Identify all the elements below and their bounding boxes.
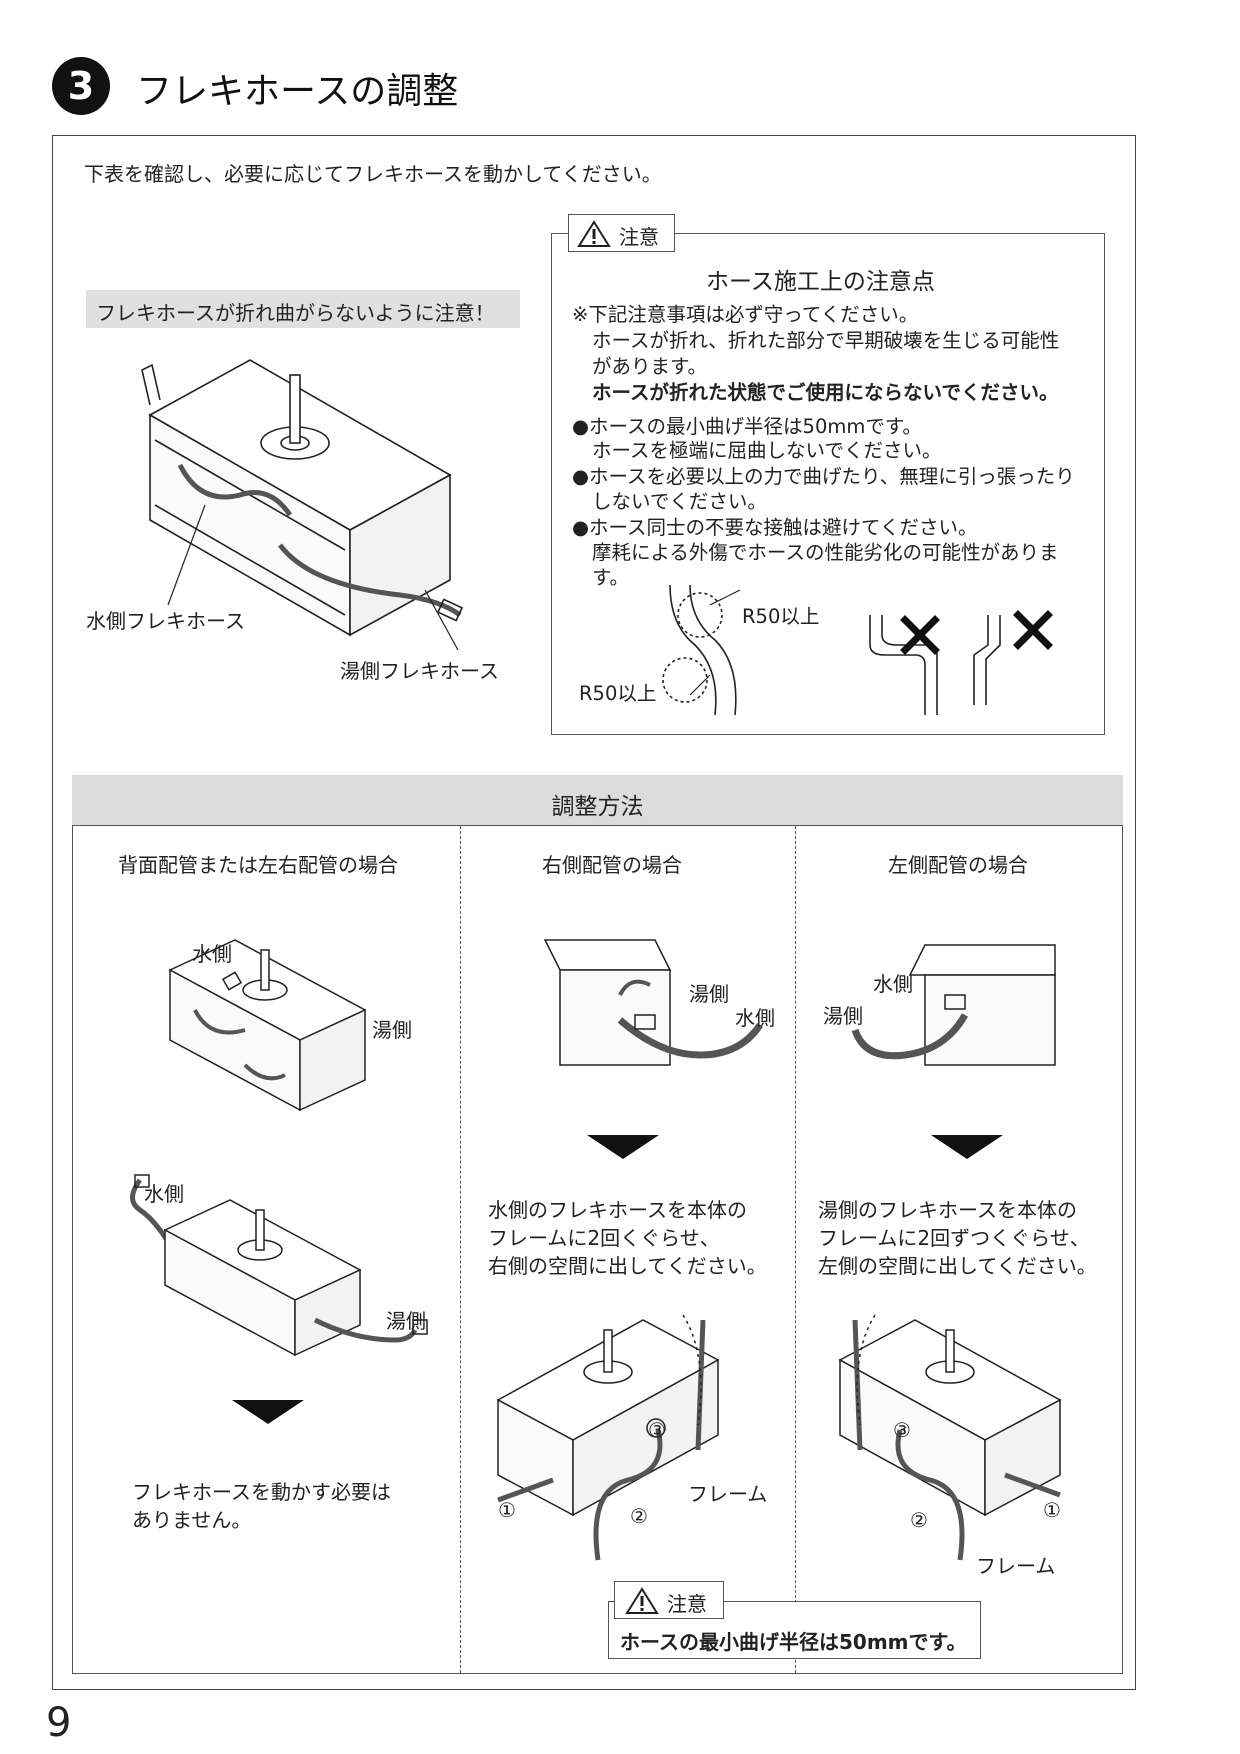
caution-bullet: ●ホースを必要以上の力で曲げたり、無理に引っ張ったり [572, 465, 1075, 488]
caution-bullet: ホースを極端に屈曲しないでください。 [592, 439, 942, 462]
caution-bullet: しないでください。 [592, 490, 767, 513]
down-arrow-icon [232, 1400, 304, 1424]
bend-radius-diagram [662, 584, 1053, 716]
content-frame [52, 135, 1136, 1690]
water-label: 水側 [735, 1006, 775, 1030]
marker-2: ② [630, 1504, 648, 1528]
col2-description: 右側の空間に出してください。 [488, 1254, 767, 1278]
col2-description: フレームに2回くぐらせ、 [488, 1226, 720, 1250]
col3-description: フレームに2回ずつくぐらせ、 [818, 1226, 1090, 1250]
footer-caution-text: ホースの最小曲げ半径は50mmです。 [620, 1630, 967, 1654]
caution-line-bold: ホースが折れた状態でご使用にならないでください。 [592, 381, 1059, 404]
caution-heading: ホース施工上の注意点 [706, 269, 935, 295]
unit-illustration-left-2 [838, 1314, 1062, 1561]
warning-icon [577, 220, 611, 247]
hot-hose-label: 湯側フレキホース [340, 659, 499, 683]
caution-bullet: ●ホース同士の不要な接触は避けてください。 [572, 516, 978, 539]
page-title: フレキホースの調整 [136, 71, 459, 112]
col-heading-rear: 背面配管または左右配管の場合 [118, 853, 398, 877]
intro-text: 下表を確認し、必要に応じてフレキホースを動かしてください。 [84, 162, 662, 186]
col-heading-right: 右側配管の場合 [542, 853, 682, 877]
col1-description: ありません。 [132, 1508, 252, 1532]
water-hose-label: 水側フレキホース [86, 609, 245, 633]
water-label: 水側 [192, 942, 232, 966]
unit-illustration-rear-2 [130, 1174, 428, 1357]
marker-1: ① [498, 1498, 516, 1522]
marker-2: ② [910, 1508, 928, 1532]
caution-line: ホースが折れ、折れた部分で早期破壊を生じる可能性 [592, 329, 1060, 352]
adjustment-heading: 調整方法 [551, 794, 644, 820]
unit-illustration-right-2 [496, 1314, 720, 1561]
frame-label: フレーム [976, 1554, 1056, 1578]
column-divider [460, 826, 461, 1673]
r50-label-lower: R50以上 [579, 682, 657, 705]
marker-3: ③ [893, 1418, 911, 1442]
col3-description: 左側の空間に出してください。 [818, 1254, 1097, 1278]
footer-caution-tag: 注意 [614, 1581, 724, 1619]
r50-label-upper: R50以上 [742, 605, 820, 628]
caution-line: があります。 [592, 355, 708, 378]
bend-warning-text: フレキホースが折れ曲がらないように注意！ [96, 301, 495, 325]
unit-illustration-left-1 [851, 944, 1056, 1066]
hot-label: 湯側 [386, 1309, 426, 1333]
col-heading-left: 左側配管の場合 [888, 853, 1028, 877]
warning-icon [625, 1587, 659, 1614]
footer-caution-tag-label: 注意 [667, 1592, 707, 1616]
adjustment-header: 調整方法 [72, 775, 1123, 826]
marker-3: ③ [648, 1418, 666, 1442]
step-number-badge: 3 [52, 57, 110, 115]
down-arrow-icon [931, 1135, 1003, 1159]
col2-description: 水側のフレキホースを本体の [488, 1198, 747, 1222]
caution-tag-label: 注意 [619, 225, 659, 249]
down-arrow-icon [587, 1135, 659, 1159]
water-label: 水側 [144, 1182, 184, 1206]
col3-description: 湯側のフレキホースを本体の [818, 1198, 1077, 1222]
caution-tag: 注意 [568, 214, 675, 252]
frame-label: フレーム [688, 1482, 768, 1506]
column-divider [795, 826, 796, 1673]
bend-warning-note: フレキホースが折れ曲がらないように注意！ [86, 290, 520, 328]
water-label: 水側 [873, 972, 913, 996]
page-number: 9 [46, 1700, 72, 1746]
marker-1: ① [1043, 1498, 1061, 1522]
caution-line: ※下記注意事項は必ず守ってください。 [572, 303, 919, 326]
caution-bullet: す。 [592, 566, 630, 589]
caution-box [551, 233, 1105, 735]
col1-description: フレキホースを動かす必要は [132, 1480, 391, 1504]
caution-bullet: 摩耗による外傷でホースの性能劣化の可能性がありま [592, 541, 1059, 564]
caution-bullet: ●ホースの最小曲げ半径は50mmです。 [572, 415, 922, 438]
hot-label: 湯側 [689, 982, 729, 1006]
unit-illustration-rear-1 [168, 939, 367, 1112]
hot-label: 湯側 [823, 1004, 863, 1028]
unit-illustration-right-1 [543, 939, 763, 1066]
hot-label: 湯側 [372, 1018, 412, 1042]
mixer-unit-illustration-top [141, 359, 464, 637]
